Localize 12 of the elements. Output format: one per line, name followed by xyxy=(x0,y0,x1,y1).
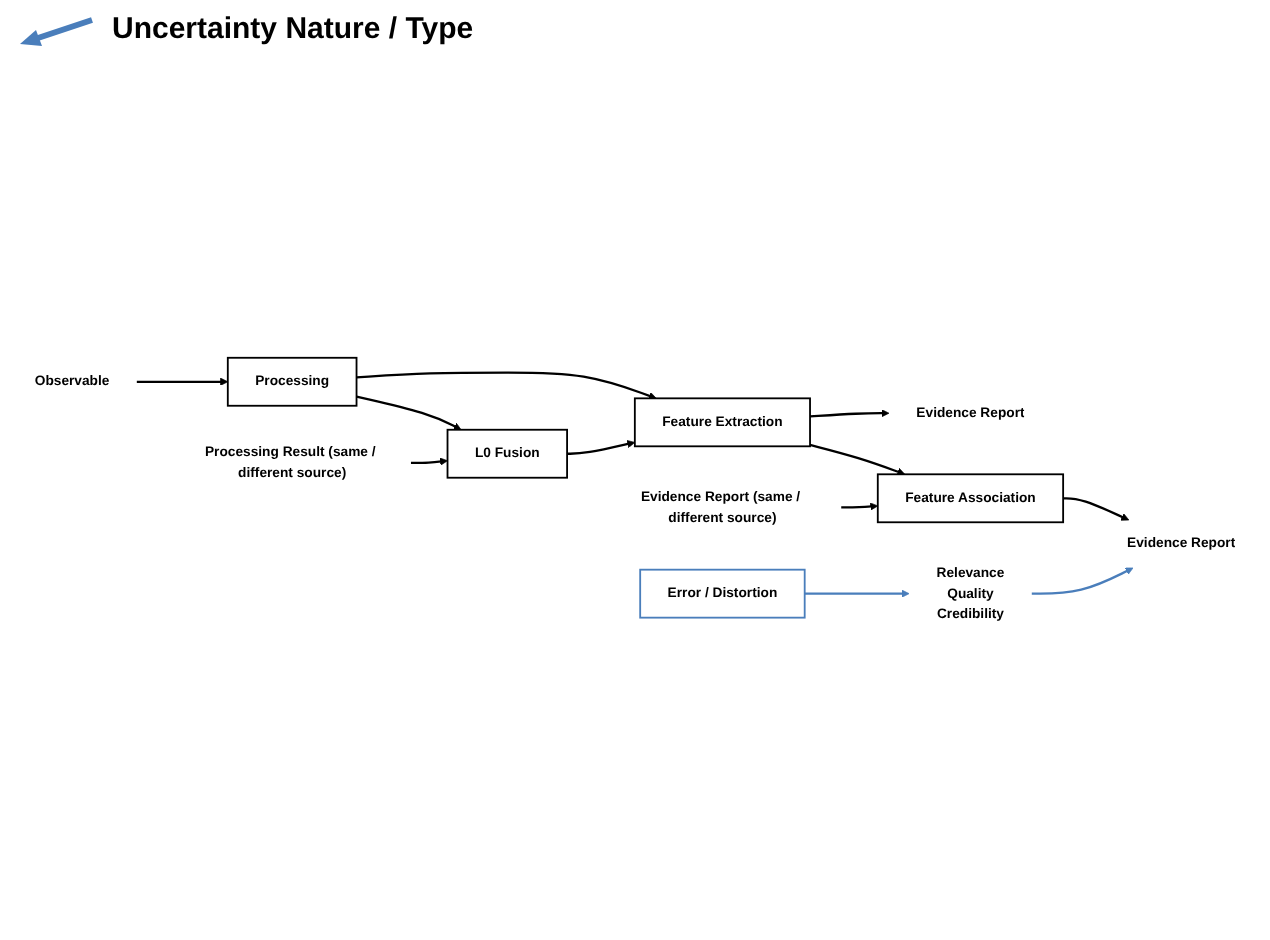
arrow xyxy=(136,377,229,386)
arrow xyxy=(356,395,462,431)
arrow xyxy=(410,457,448,466)
arrow xyxy=(809,409,890,418)
arrow xyxy=(567,440,636,455)
arrow xyxy=(1063,497,1130,521)
arrow xyxy=(1031,567,1134,595)
arrow xyxy=(841,502,879,511)
legend-text: Uncertainty Nature / Type xyxy=(112,12,474,46)
arrow xyxy=(356,371,657,400)
arrow xyxy=(804,589,910,598)
arrow xyxy=(809,443,906,476)
